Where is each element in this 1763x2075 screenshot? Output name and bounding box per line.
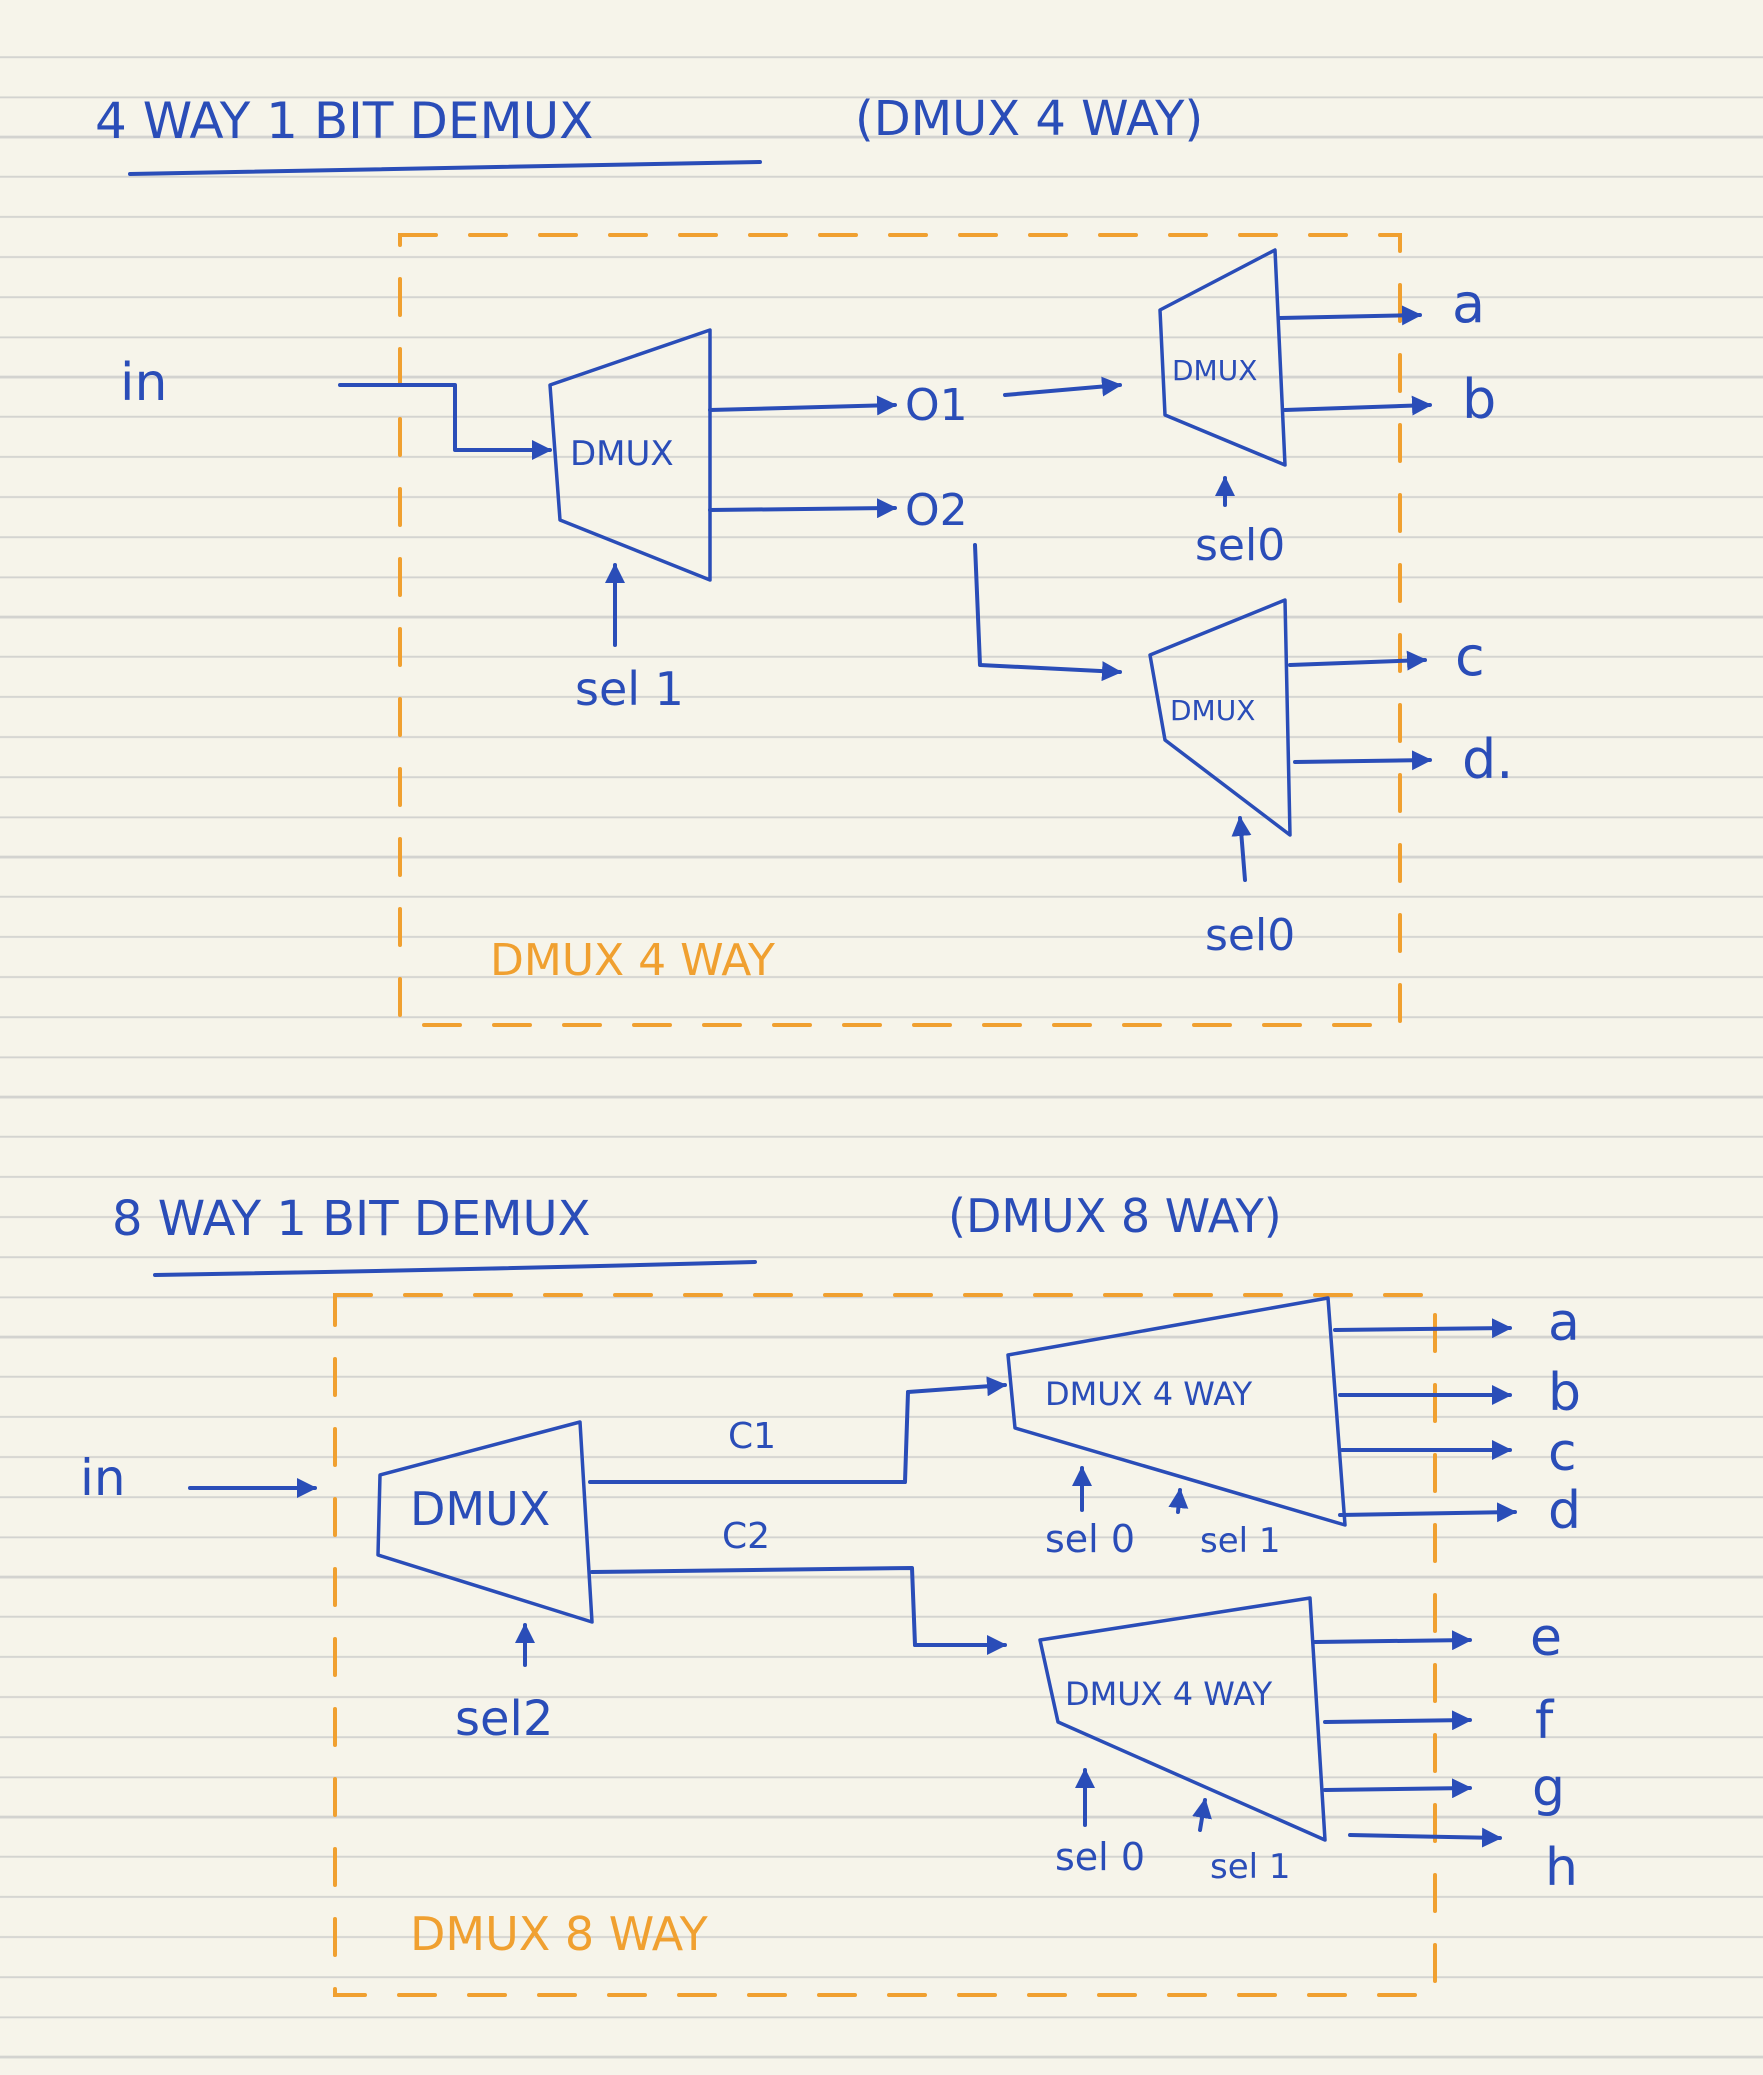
section2-out-f-wire [1323,1710,1472,1731]
section2-lower-sel1-label: sel 1 [1210,1847,1291,1887]
section1-input-label: in [120,353,167,413]
section2-out-e-wire [1313,1630,1472,1651]
section1-o1-wire [708,395,897,416]
section2-lower-sel0-label: sel 0 [1055,1835,1145,1879]
section2-title: 8 WAY 1 BIT DEMUX [112,1191,591,1247]
section1-input-wire [338,383,552,460]
section2-out-d: d [1548,1481,1581,1541]
section2-c1-label: C1 [728,1416,776,1457]
section2-main-dmux-label: DMUX [410,1482,550,1536]
section1-dmux-upper [1158,248,1287,467]
section2-out-d-wire [1338,1502,1517,1523]
section2-out-h-wire [1348,1827,1502,1848]
section2-lower-sel1-arrow [1192,1798,1212,1832]
section1-o2-wire [708,498,897,519]
section2-boundary [333,1293,1437,1997]
section2-upper-sel1-arrow [1168,1488,1189,1514]
section2-dmux4way-lower-label: DMUX 4 WAY [1065,1675,1273,1713]
section2-out-c: c [1548,1423,1577,1483]
section2-out-e: e [1530,1608,1562,1668]
section1-sel0-lower-label: sel0 [1205,910,1295,961]
section1-title: 4 WAY 1 BIT DEMUX [95,92,593,150]
section1-title-underline [128,160,762,176]
section2-out-f: f [1535,1691,1555,1751]
section2-alias: (DMUX 8 WAY) [948,1189,1282,1243]
section1-out-d: d. [1462,728,1513,791]
section1-dmux-lower [1148,598,1292,837]
section2-out-h: h [1545,1838,1578,1898]
section1-o1-to-dmux [1003,376,1122,397]
section2-dmux4way-upper [1006,1296,1347,1527]
section2-out-g-wire [1323,1778,1472,1799]
section1-dmux-upper-label: DMUX [1172,354,1257,387]
section2-c1-wire [588,1390,910,1484]
section2-dmux4way-upper-label: DMUX 4 WAY [1045,1375,1253,1413]
section2-c2-label: C2 [722,1516,770,1557]
section1-boundary [398,233,1402,1027]
section2-dmux4way-lower [1038,1596,1327,1842]
section1-out-c-wire [1288,650,1427,671]
section1-o2-label: O2 [905,485,968,536]
section2-c1-to-dmux [906,1376,1007,1397]
section1-dmux-lower-label: DMUX [1170,694,1255,727]
section2-out-g: g [1532,1758,1565,1818]
section1-alias: (DMUX 4 WAY) [855,91,1203,147]
section2-title-underline [153,1260,757,1277]
section2-upper-sel1-label: sel 1 [1200,1521,1281,1561]
section2-c2-wire [590,1566,917,1647]
section1-o1-label: O1 [905,380,968,431]
section1-out-b: b [1462,368,1496,431]
section2-out-b: b [1548,1363,1581,1423]
section2-out-a-wire [1333,1318,1512,1339]
section2-boundary-label: DMUX 8 WAY [410,1907,709,1961]
section1-out-a-wire [1278,305,1422,326]
section1-sel0-lower-arrow [1231,816,1252,882]
section1-main-dmux-label: DMUX [570,434,674,474]
section1-out-b-wire [1283,395,1432,416]
section2-upper-sel0-label: sel 0 [1045,1517,1135,1561]
section1-main-dmux [548,328,712,582]
section1-o2-to-dmux [973,543,1122,682]
section2-input-label: in [80,1449,126,1507]
section1-boundary-label: DMUX 4 WAY [490,935,775,986]
section1-out-d-wire [1293,750,1432,771]
section2-main-dmux [376,1420,594,1624]
section1-out-a: a [1452,272,1485,335]
section2-out-a: a [1548,1293,1580,1353]
section1-out-c: c [1455,625,1485,688]
section2-sel2-label: sel2 [455,1691,553,1747]
section1-sel0-upper-label: sel0 [1195,520,1285,571]
section1-sel1-label: sel 1 [575,662,684,716]
